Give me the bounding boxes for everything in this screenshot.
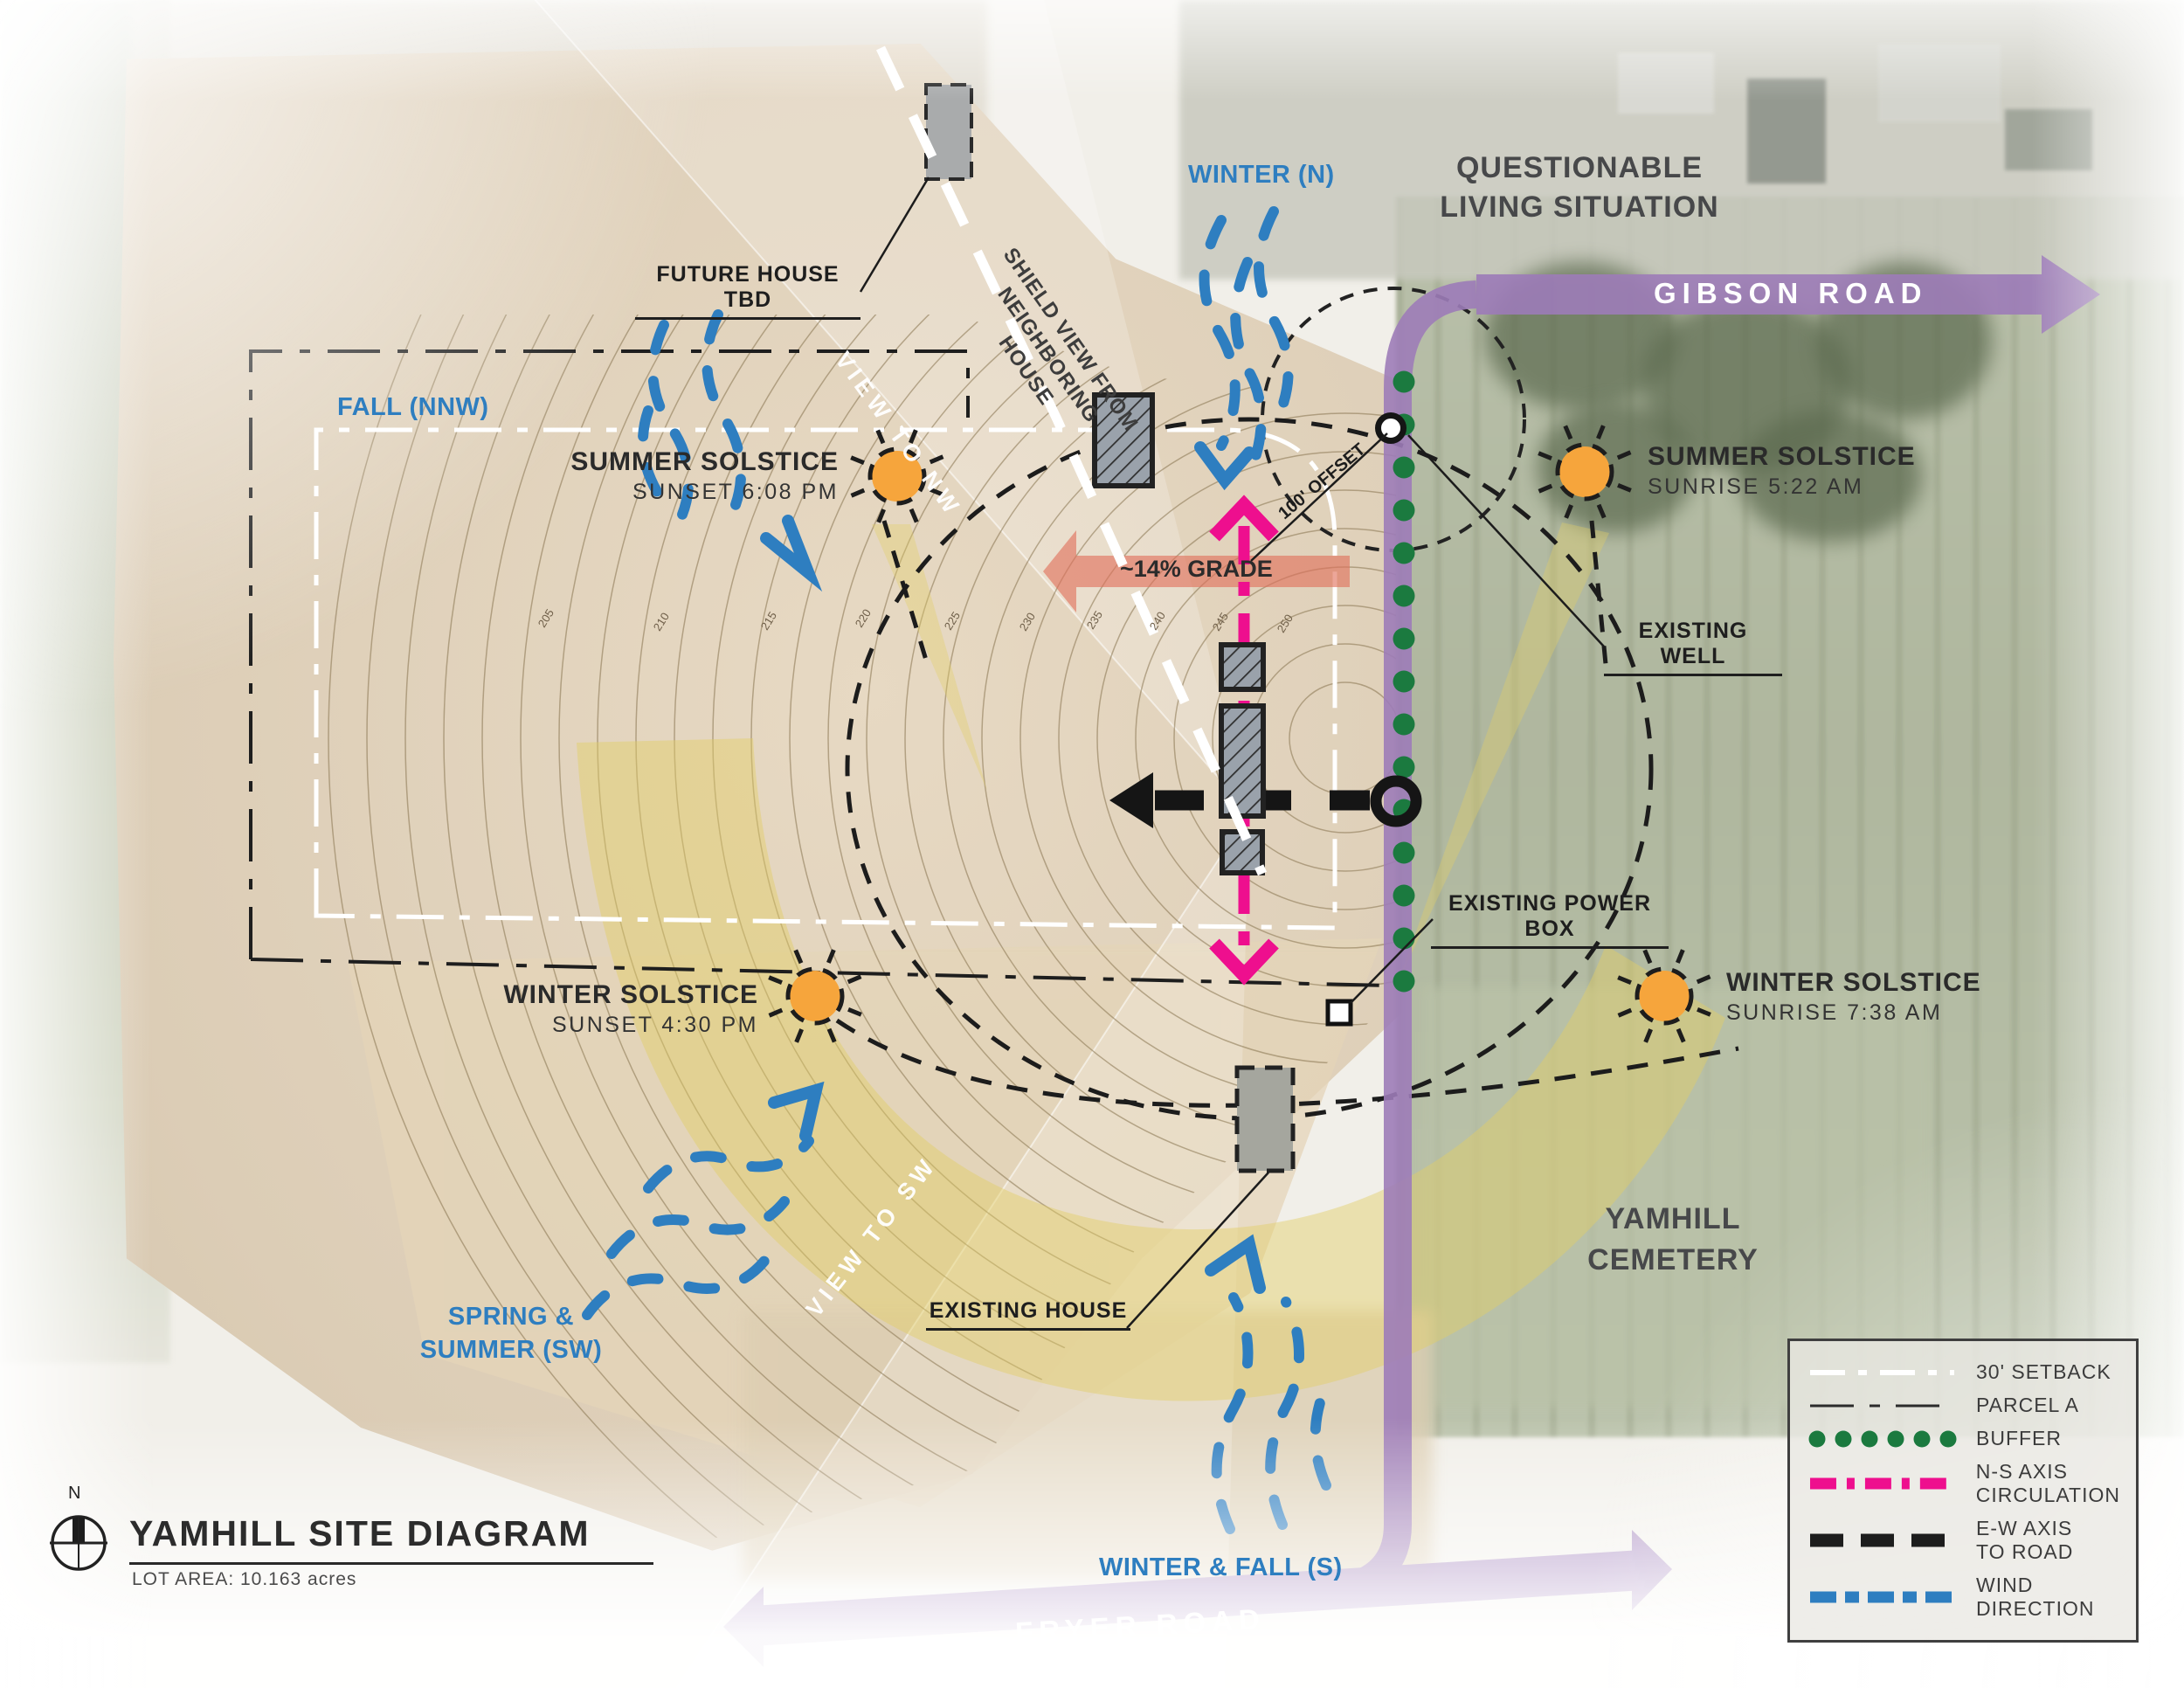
north-compass-icon [50,1515,107,1571]
winter-sunrise-label: WINTER SOLSTICE SUNRISE 7:38 AM [1726,968,2023,1026]
wind-label-spring-summer-sw: SPRING & SUMMER (SW) [419,1303,603,1364]
legend-item-parcel: PARCEL A [1806,1394,2120,1417]
wind-line-sample [1810,1591,1954,1603]
legend-label: PARCEL A [1976,1394,2079,1416]
setback-line-sample [1810,1369,1954,1375]
wind-label-fall-nnw: FALL (NNW) [337,393,489,421]
ew-axis-arrowhead [1109,772,1153,828]
compass-n-label: N [68,1484,81,1503]
gibson-road-label: GIBSON ROAD [1654,277,1928,309]
ns-axis-line-sample [1809,1477,1954,1490]
summer-sunset-label: SUMMER SOLSTICE SUNSET 6:08 PM [549,447,839,505]
buffer-dots-sample [1808,1430,1957,1447]
sun-summer-sunrise-icon [1538,425,1631,518]
summer-sunrise-label: SUMMER SOLSTICE SUNRISE 5:22 AM [1648,442,1945,500]
sun-title: SUMMER SOLSTICE [1648,442,1916,471]
page-title: YAMHILL SITE DIAGRAM [129,1513,653,1565]
sun-sub: SUNRISE 7:38 AM [1726,1000,1943,1025]
ew-axis-line-sample [1810,1533,1954,1547]
cemetery-label: YAMHILL CEMETERY [1587,1202,1759,1276]
legend-label: N-S AXIS CIRCULATION [1975,1460,2120,1506]
legend-label: WIND DIRECTION [1976,1574,2095,1620]
sun-sub: SUNSET 6:08 PM [632,480,839,504]
existing-well-callout: EXISTING WELL [1604,619,1782,676]
legend-item-wind: WIND DIRECTION [1806,1574,2120,1621]
sun-sub: SUNSET 4:30 PM [551,1013,758,1037]
parcel-line-sample [1810,1404,1954,1407]
future-house-footprint [924,83,973,181]
legend-label: E-W AXIS TO ROAD [1976,1517,2074,1563]
proposed-structure-north [1219,642,1266,692]
fryer-road-east-arrowhead [1632,1530,1672,1610]
grade-label: ~14% GRADE [1120,556,1273,582]
existing-house-callout: EXISTING HOUSE [926,1298,1130,1331]
legend-item-setback: 30' SETBACK [1806,1360,2120,1384]
wind-label-winter-n: WINTER (N) [1188,161,1335,189]
buffer-dots [1393,370,1415,993]
power-box-callout: EXISTING POWER BOX [1431,891,1669,949]
legend-label: BUFFER [1976,1427,2062,1449]
legend-item-ns-axis: N-S AXIS CIRCULATION [1806,1460,2120,1507]
sun-title: WINTER SOLSTICE [503,980,758,1009]
legend-item-ew-axis: E-W AXIS TO ROAD [1806,1517,2120,1564]
wind-fall-nnw [637,309,823,592]
future-house-callout: FUTURE HOUSE TBD [635,262,860,320]
sun-title: SUMMER SOLSTICE [570,447,839,476]
wind-label-winter-fall-s: WINTER & FALL (S) [1099,1553,1343,1581]
legend-item-buffer: BUFFER [1806,1427,2120,1450]
sun-title: WINTER SOLSTICE [1726,968,1981,997]
winter-sunset-label: WINTER SOLSTICE SUNSET 4:30 PM [468,980,758,1038]
power-box-marker [1325,999,1353,1027]
legend-label: 30' SETBACK [1976,1360,2111,1383]
legend: 30' SETBACK PARCEL A BUFFER N-S AXIS CIR… [1787,1339,2139,1643]
questionable-living-label: QUESTIONABLE LIVING SITUATION [1440,151,1719,224]
lot-area-label: LOT AREA: 10.163 acres [132,1569,357,1589]
existing-house-footprint [1234,1065,1296,1173]
sun-sub: SUNRISE 5:22 AM [1648,474,1864,499]
gibson-road-arrowhead [2042,255,2100,334]
